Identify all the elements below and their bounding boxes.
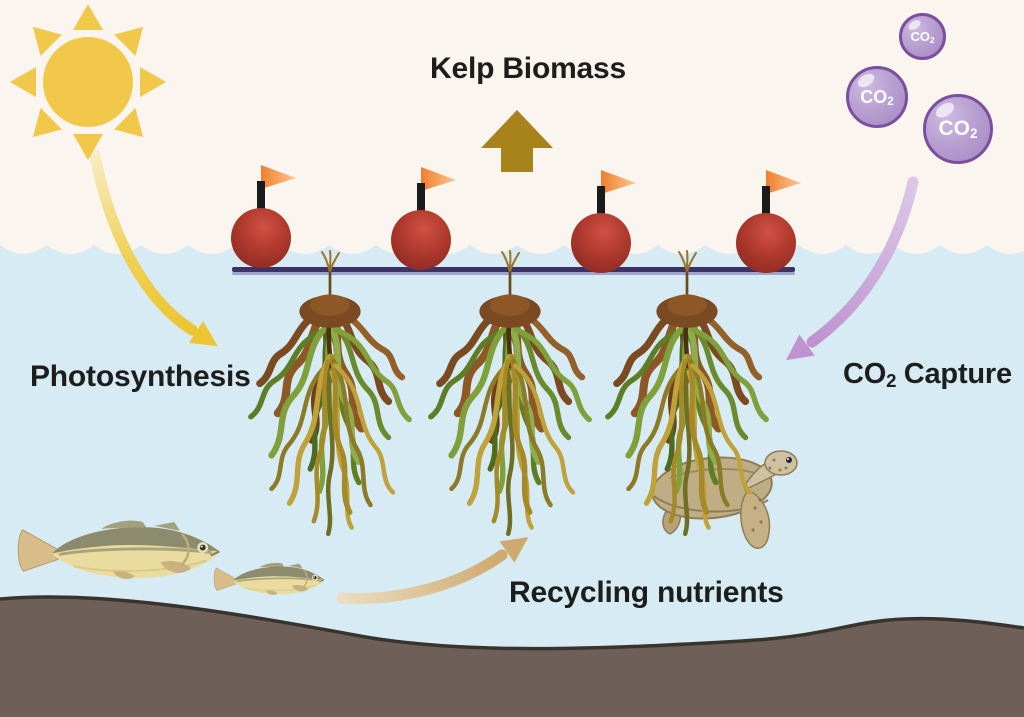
co2-capture-arrow-icon <box>785 176 919 361</box>
kelp-cluster <box>420 270 600 542</box>
recycling-nutrients-arrow-icon <box>336 537 529 605</box>
buoy-icon <box>564 167 640 273</box>
ocean-water <box>0 245 1024 717</box>
co2-bubble-subscript: 2 <box>970 126 978 142</box>
buoy-icon <box>384 164 460 270</box>
photosynthesis-arrow-icon <box>89 149 218 347</box>
co2-bubble-subscript: 2 <box>929 34 935 45</box>
fish-large-icon <box>14 519 227 583</box>
sun-icon <box>10 4 166 160</box>
rope-shadow <box>232 272 795 275</box>
co2-bubble-icon: CO2 <box>899 13 946 60</box>
kelp-attachment-tuft <box>321 250 340 273</box>
photosynthesis-label: Photosynthesis <box>30 360 251 393</box>
co2-bubble-subscript: 2 <box>887 96 894 109</box>
kelp-attachment-tuft <box>501 250 520 273</box>
fish-small-icon <box>212 562 328 597</box>
co2-bubble-label: CO <box>938 117 971 140</box>
buoy-icon <box>224 162 300 268</box>
co2-bubble-icon: CO2 <box>846 66 908 128</box>
recycling-nutrients-label: Recycling nutrients <box>509 576 784 609</box>
co2-bubble-label: CO <box>860 86 888 107</box>
co2-bubble-icon: CO2 <box>923 94 993 164</box>
buoy-rope-line <box>232 267 795 272</box>
buoy-icon <box>729 167 805 273</box>
co2-bubble-label: CO <box>910 29 930 44</box>
kelp-cluster <box>240 270 420 542</box>
kelp-biomass-arrow-icon <box>481 110 553 172</box>
kelp-cluster <box>597 270 777 542</box>
kelp-biomass-label: Kelp Biomass <box>430 52 626 85</box>
kelp-attachment-tuft <box>678 250 697 273</box>
